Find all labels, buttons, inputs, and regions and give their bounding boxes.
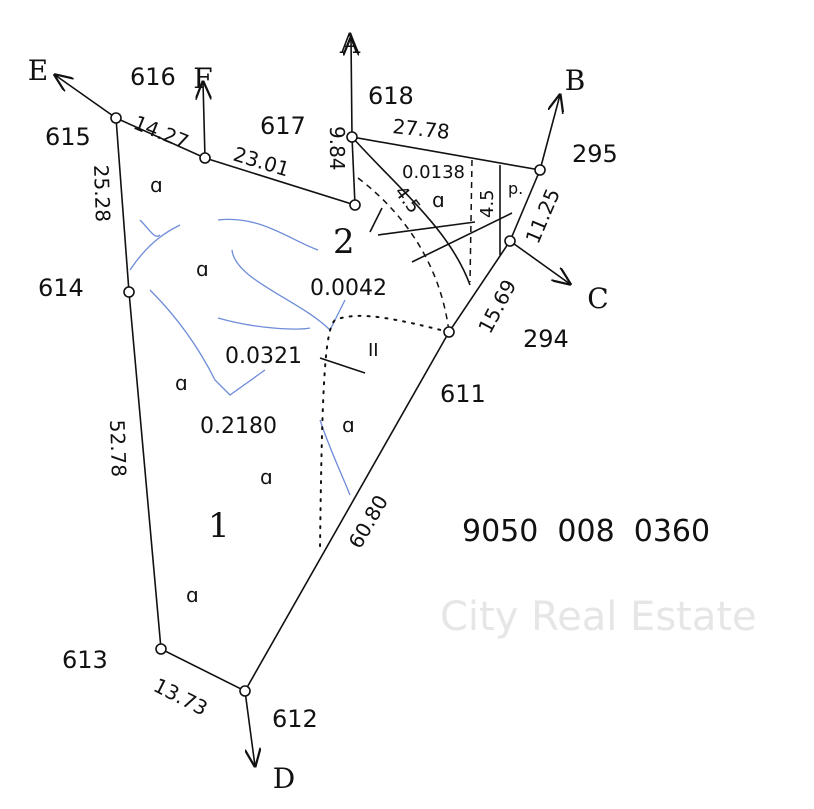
label-D: D bbox=[273, 762, 295, 795]
dist-618-295: 27.78 bbox=[391, 114, 450, 144]
area-main: 0.2180 bbox=[200, 414, 277, 439]
point-294: 294 bbox=[523, 325, 569, 353]
parcel-id: 9050 008 0360 bbox=[462, 514, 710, 549]
point-613: 613 bbox=[62, 646, 108, 674]
svg-text:ɑ: ɑ bbox=[150, 173, 163, 197]
svg-text:ɑ: ɑ bbox=[186, 583, 199, 607]
area-a: 0.0138 bbox=[402, 162, 465, 183]
arrow-B bbox=[539, 95, 560, 171]
label-F: F bbox=[193, 62, 212, 95]
internal-line bbox=[351, 136, 471, 286]
point-617: 617 bbox=[260, 112, 306, 140]
parcel-2: 2 bbox=[333, 222, 355, 262]
area-2: 0.0042 bbox=[310, 276, 387, 301]
leader-line bbox=[319, 357, 366, 374]
point-295: 295 bbox=[572, 140, 618, 168]
point-615: 615 bbox=[45, 123, 91, 151]
area-b: 0.0321 bbox=[225, 344, 302, 369]
offset-2: 4.5 bbox=[477, 189, 498, 218]
point-614: 614 bbox=[38, 274, 84, 302]
dist-613-614: 52.78 bbox=[105, 419, 131, 477]
leader-line bbox=[369, 207, 383, 233]
dist-295-294: 11.25 bbox=[521, 185, 565, 247]
svg-text:ɑ: ɑ bbox=[342, 413, 355, 437]
leader-line bbox=[377, 221, 476, 236]
point-616: 616 bbox=[130, 63, 176, 91]
dashed-arc bbox=[357, 177, 450, 333]
dist-612-613: 13.73 bbox=[150, 673, 212, 720]
mark-p: p. bbox=[508, 179, 523, 198]
label-B: B bbox=[565, 64, 586, 97]
arrow-F bbox=[203, 82, 205, 159]
label-A: A bbox=[339, 27, 361, 60]
dashed-line bbox=[469, 159, 473, 283]
point-611: 611 bbox=[440, 380, 486, 408]
dist-617-618: 9.84 bbox=[325, 126, 349, 171]
parcel-1: 1 bbox=[208, 506, 230, 546]
watermark: City Real Estate bbox=[440, 594, 757, 640]
svg-text:ɑ: ɑ bbox=[196, 257, 209, 281]
arrow-A bbox=[351, 38, 352, 138]
offset-1: 4.5 bbox=[390, 182, 424, 217]
dist-615-616: 14.27 bbox=[130, 110, 192, 154]
dist-611-612: 60.80 bbox=[344, 491, 393, 553]
land-use-marks: ɑ ɑ ɑ ɑ ɑ ɑ ɑ bbox=[150, 173, 445, 607]
label-E: E bbox=[28, 54, 48, 87]
label-C: C bbox=[587, 282, 608, 315]
mark-ii: II bbox=[368, 340, 379, 361]
survey-points bbox=[110, 112, 546, 697]
point-612: 612 bbox=[272, 705, 318, 733]
svg-text:ɑ: ɑ bbox=[175, 371, 188, 395]
arrow-C bbox=[509, 240, 570, 284]
leader-line bbox=[411, 212, 513, 263]
arrow-D bbox=[244, 690, 255, 766]
svg-text:ɑ: ɑ bbox=[260, 465, 273, 489]
arrow-E bbox=[55, 75, 117, 119]
dist-614-615: 25.28 bbox=[89, 164, 115, 222]
point-618: 618 bbox=[368, 82, 414, 110]
svg-text:ɑ: ɑ bbox=[432, 188, 445, 212]
